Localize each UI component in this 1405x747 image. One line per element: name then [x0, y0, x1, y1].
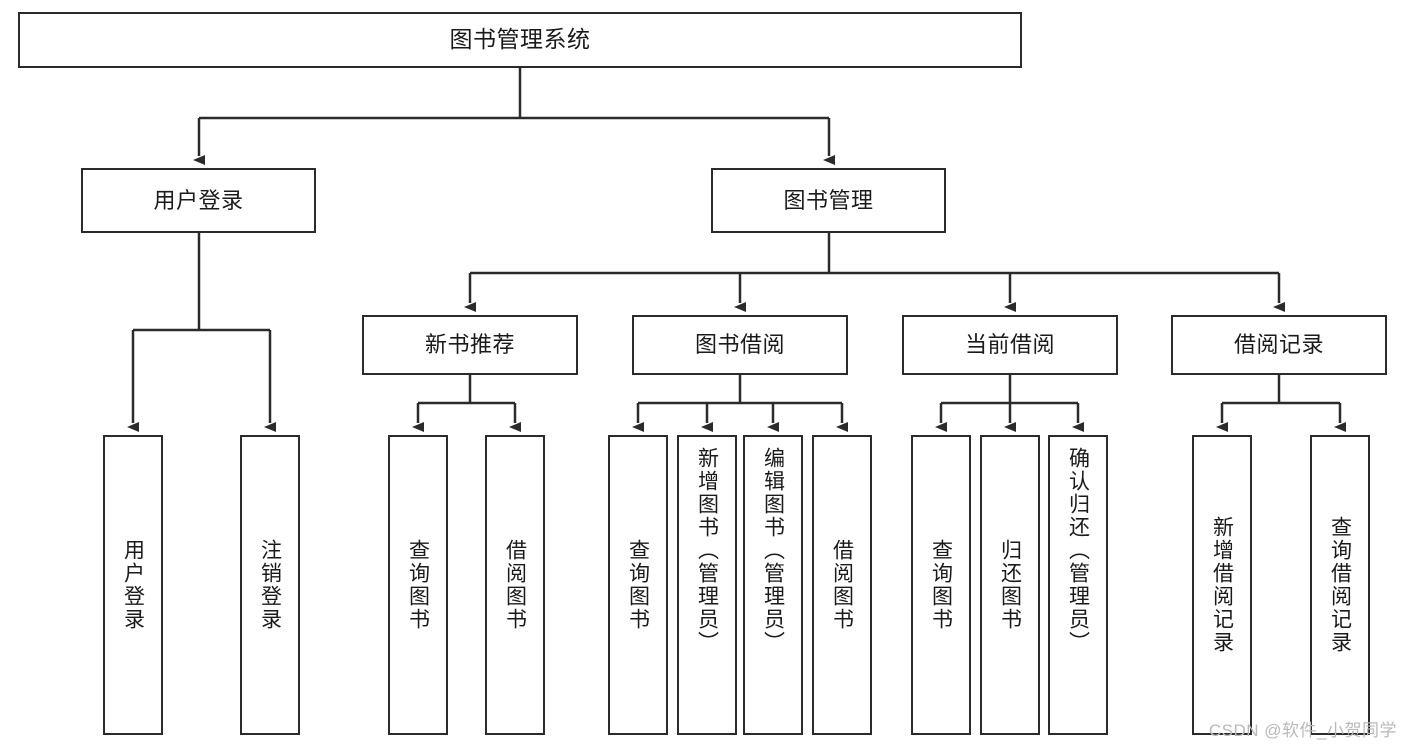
node-new-book-rec-label: 新书推荐: [424, 332, 515, 358]
csdn-watermark: CSDN @软件_小贺同学: [1208, 721, 1397, 740]
node-user-login[interactable]: 用户登录: [81, 168, 316, 233]
leaf-query-book-1-label: 查询图书: [406, 539, 430, 631]
leaf-user-login-label: 用户登录: [121, 539, 145, 631]
leaf-confirm-return-label: 确认归还（管理员）: [1066, 447, 1090, 654]
leaf-query-book-2-label: 查询图书: [626, 539, 650, 631]
leaf-user-logout-label: 注销登录: [258, 539, 282, 631]
leaf-add-record-label: 新增借阅记录: [1210, 516, 1234, 654]
node-borrow-record-label: 借阅记录: [1233, 332, 1324, 358]
leaf-return-book[interactable]: 归还图书: [980, 435, 1040, 735]
node-book-manage-label: 图书管理: [783, 187, 874, 213]
leaf-add-record[interactable]: 新增借阅记录: [1192, 435, 1252, 735]
leaf-borrow-book-1[interactable]: 借阅图书: [485, 435, 545, 735]
node-borrow-record[interactable]: 借阅记录: [1171, 315, 1387, 375]
leaf-return-book-label: 归还图书: [998, 539, 1022, 631]
leaf-query-book-3-label: 查询图书: [929, 539, 953, 631]
node-book-borrow-label: 图书借阅: [694, 332, 785, 358]
leaf-edit-book-label: 编辑图书（管理员）: [761, 447, 785, 654]
leaf-add-book-label: 新增图书（管理员）: [695, 447, 719, 654]
node-user-login-label: 用户登录: [153, 187, 244, 213]
node-current-borrow-label: 当前借阅: [964, 332, 1055, 358]
leaf-query-record[interactable]: 查询借阅记录: [1310, 435, 1370, 735]
leaf-edit-book[interactable]: 编辑图书（管理员）: [743, 435, 803, 735]
node-root-label: 图书管理系统: [449, 26, 591, 53]
leaf-query-book-3[interactable]: 查询图书: [911, 435, 971, 735]
leaf-confirm-return[interactable]: 确认归还（管理员）: [1048, 435, 1108, 735]
leaf-borrow-book-2-label: 借阅图书: [830, 539, 854, 631]
leaf-borrow-book-1-label: 借阅图书: [503, 539, 527, 631]
leaf-query-book-2[interactable]: 查询图书: [608, 435, 668, 735]
leaf-user-logout[interactable]: 注销登录: [240, 435, 300, 735]
leaf-borrow-book-2[interactable]: 借阅图书: [812, 435, 872, 735]
leaf-query-record-label: 查询借阅记录: [1328, 516, 1352, 654]
leaf-query-book-1[interactable]: 查询图书: [388, 435, 448, 735]
node-book-borrow[interactable]: 图书借阅: [632, 315, 848, 375]
node-root[interactable]: 图书管理系统: [18, 12, 1022, 68]
node-new-book-rec[interactable]: 新书推荐: [362, 315, 578, 375]
node-book-manage[interactable]: 图书管理: [711, 168, 946, 233]
node-current-borrow[interactable]: 当前借阅: [902, 315, 1118, 375]
leaf-add-book[interactable]: 新增图书（管理员）: [677, 435, 737, 735]
leaf-user-login[interactable]: 用户登录: [103, 435, 163, 735]
